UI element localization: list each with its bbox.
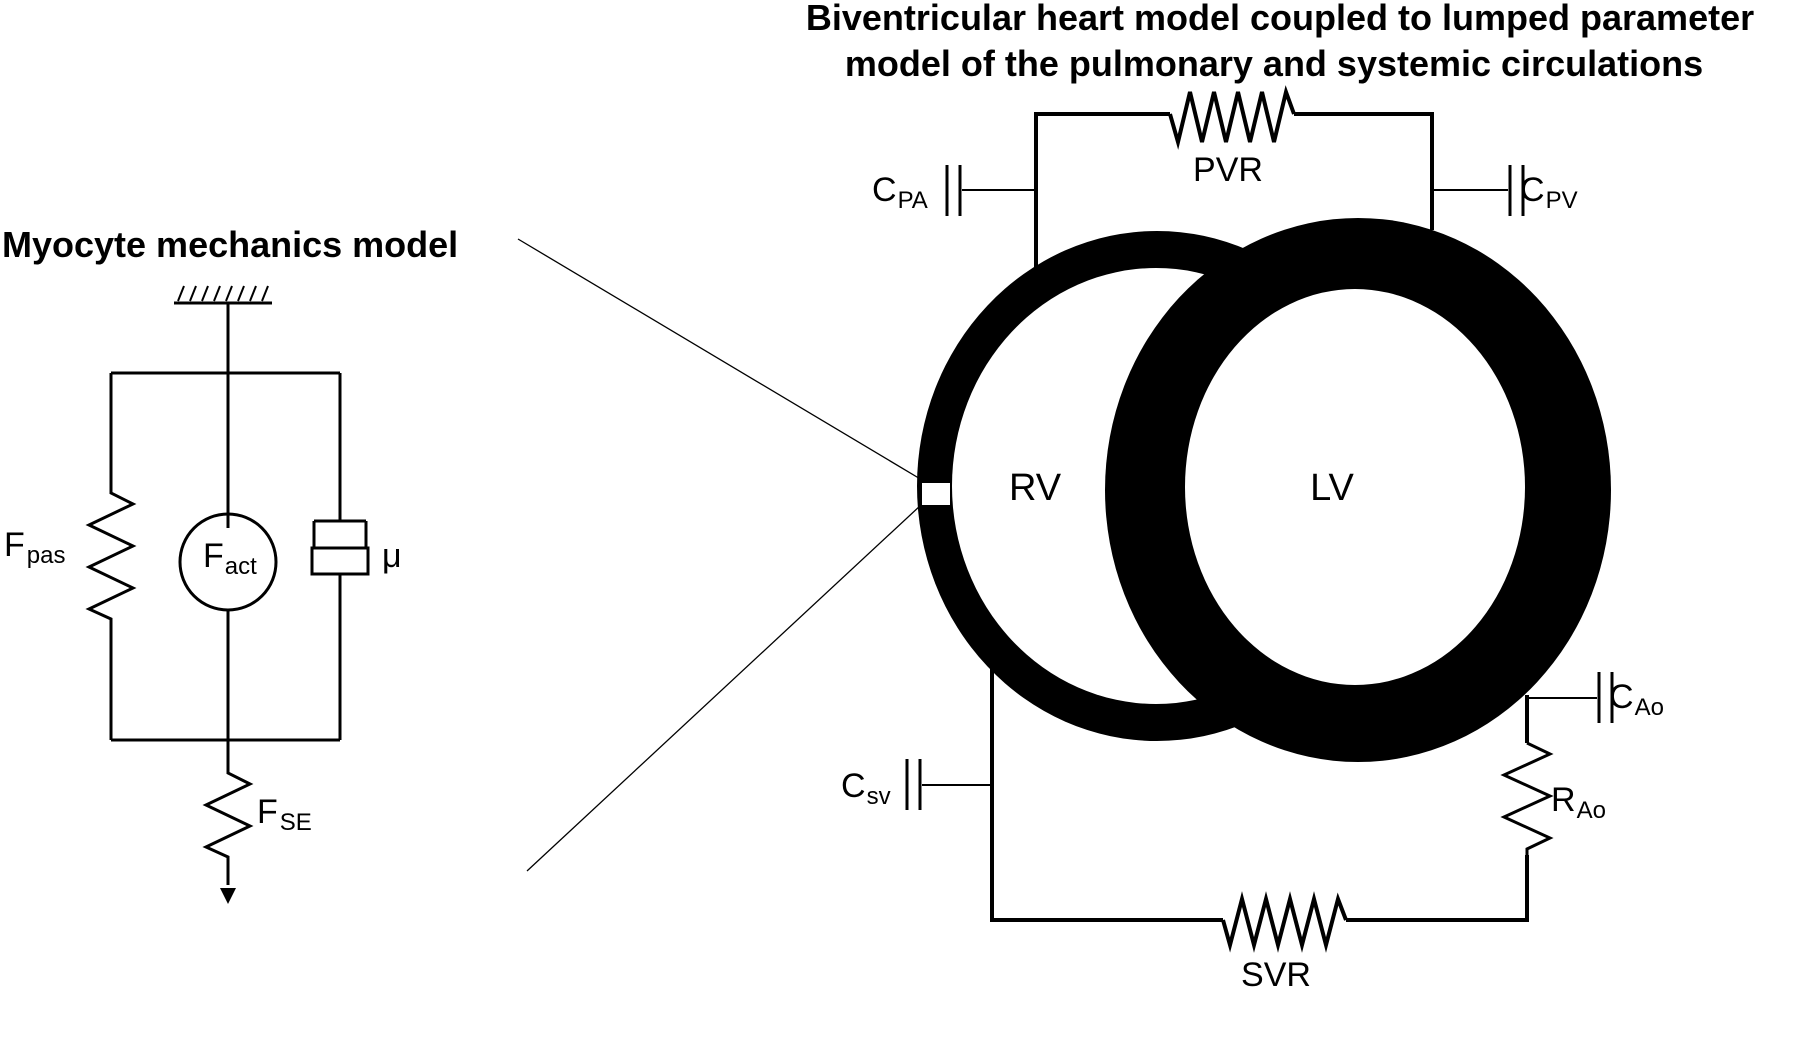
pvr-resistor-icon [1168,85,1296,150]
rao-resistor-icon [1500,741,1554,855]
fse-label: FSE [257,793,312,836]
rv-label: RV [1009,467,1062,509]
svr-resistor-icon [1221,891,1348,953]
cpa-label: CPA [872,171,928,214]
zoom-line-top [517,238,923,481]
cpa-capacitor-icon [945,165,962,216]
fact-label: Fact [203,537,257,580]
myocyte-segment-marker [922,483,950,505]
cpv-capacitor-icon [1508,165,1525,216]
myocyte-model [85,285,370,904]
biventricular-heart [917,218,1611,762]
csv-capacitor-icon [905,759,922,810]
cao-label: CAo [1609,678,1664,721]
ground-anchor-icon [174,285,272,305]
dashpot-icon [310,373,370,740]
fpas-label: Fpas [4,526,65,569]
force-arrow-icon [220,888,236,904]
mu-label: μ [382,537,402,575]
csv-label: Csv [841,767,891,810]
heart-model-title-line2: model of the pulmonary and systemic circ… [845,43,1703,84]
series-elastic-spring-icon [202,740,254,885]
left-ventricle-cavity [1185,289,1525,685]
circulation-circuit [905,85,1614,953]
rao-label: RAo [1551,781,1606,824]
svr-label: SVR [1241,956,1311,994]
pvr-label: PVR [1193,151,1263,189]
cpv-label: CPV [1520,171,1578,214]
myocyte-model-title: Myocyte mechanics model [2,224,458,265]
zoom-line-bottom [526,504,922,872]
heart-model-title-line1: Biventricular heart model coupled to lum… [806,0,1754,38]
lv-label: LV [1310,467,1354,509]
cao-capacitor-icon [1597,672,1614,723]
passive-spring-icon [85,373,137,740]
